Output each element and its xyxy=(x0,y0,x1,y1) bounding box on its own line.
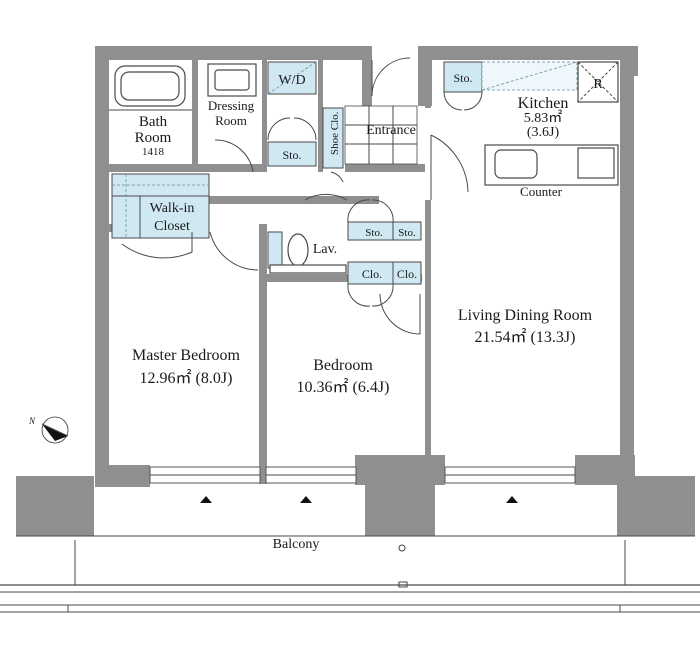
walkin-line1: Walk-in xyxy=(150,201,195,216)
sto-label-hall-1: Sto. xyxy=(365,227,383,239)
lav-label: Lav. xyxy=(313,242,337,257)
kitchen-jo: (3.6J) xyxy=(527,125,560,140)
hall-storage xyxy=(347,199,422,307)
wd-label: W/D xyxy=(278,73,305,88)
bath-room-code: 1418 xyxy=(142,146,165,158)
living-room-name: Living Dining Room xyxy=(458,307,593,324)
lav-fixtures xyxy=(267,231,347,274)
master-bedroom-name: Master Bedroom xyxy=(132,347,241,364)
dressing-fixtures xyxy=(207,63,257,97)
master-bedroom-area: 12.96㎡ (8.0J) xyxy=(140,369,233,387)
windows xyxy=(149,466,576,503)
dressing-room-line1: Dressing xyxy=(208,98,255,113)
shoe-closet-label: Shoe Clo. xyxy=(329,111,341,155)
bedroom-name: Bedroom xyxy=(313,357,373,374)
clo-label-hall-1: Clo. xyxy=(362,267,382,281)
bedroom-area: 10.36㎡ (6.4J) xyxy=(297,378,390,396)
entrance-floor xyxy=(344,57,418,165)
walkin-line2: Closet xyxy=(154,219,190,234)
kitchen-fixtures xyxy=(443,61,619,186)
washer-dryer xyxy=(267,61,317,167)
sto-label-kitchen: Sto. xyxy=(453,71,472,85)
compass-icon xyxy=(41,416,69,444)
dressing-room-line2: Room xyxy=(215,113,247,128)
living-door xyxy=(430,134,469,200)
sto-label-hall-2: Sto. xyxy=(398,227,416,239)
walkin-closet-area xyxy=(111,173,210,239)
clo-label-hall-2: Clo. xyxy=(397,267,417,281)
balcony-label: Balcony xyxy=(273,537,320,552)
master-door xyxy=(121,193,421,335)
living-room-area: 21.54㎡ (13.3J) xyxy=(475,328,576,346)
entrance-label: Entrance xyxy=(366,123,416,138)
refrigerator-label: R xyxy=(593,77,603,92)
kitchen-area: 5.83㎡ xyxy=(524,110,563,126)
bathroom xyxy=(109,65,192,111)
bath-room-line2: Room xyxy=(135,130,172,146)
counter-label: Counter xyxy=(520,184,563,199)
sto-label-wd: Sto. xyxy=(282,148,301,162)
bath-room-line1: Bath xyxy=(139,114,168,130)
kitchen-name: Kitchen xyxy=(518,95,569,112)
shoe-closet-area xyxy=(322,107,344,169)
misc-doors xyxy=(214,139,344,183)
compass-north-label: N xyxy=(28,416,36,426)
balcony xyxy=(0,535,700,613)
